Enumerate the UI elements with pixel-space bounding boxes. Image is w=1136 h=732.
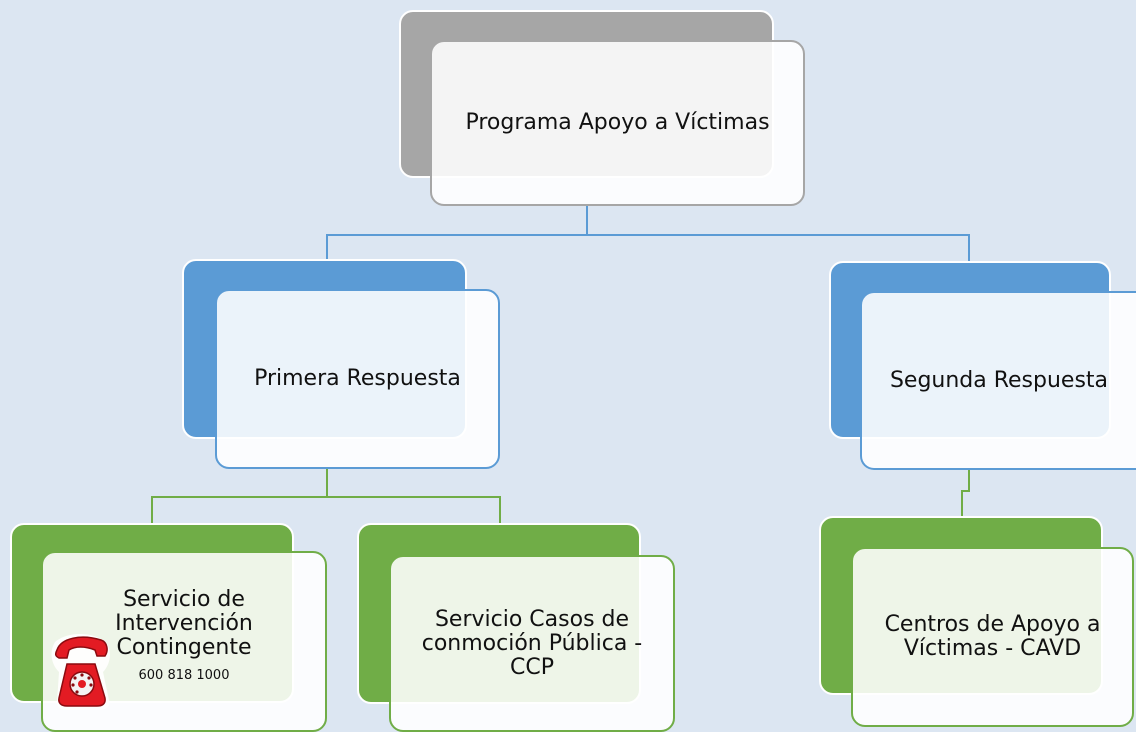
ccp-line-3: CCP <box>510 654 554 680</box>
root-node-box: Programa Apoyo a Víctimas <box>430 40 805 206</box>
primera-respuesta-label: Primera Respuesta <box>254 366 461 391</box>
segunda-respuesta-label: Segunda Respuesta <box>889 367 1109 393</box>
telephone-icon <box>51 633 110 710</box>
cavd-line-1: Centros de Apoyo a <box>884 612 1101 637</box>
segunda-respuesta-box: Segunda Respuesta <box>860 291 1136 470</box>
cavd-node-box: Centros de Apoyo a Víctimas - CAVD <box>851 547 1134 727</box>
sic-line-1: Servicio de <box>123 586 245 612</box>
sic-line-3: Contingente <box>116 634 252 660</box>
primera-respuesta-box: Primera Respuesta <box>215 289 500 469</box>
ccp-line-1: Servicio Casos de <box>434 606 630 632</box>
ccp-node-box: Servicio Casos de conmoción Pública - CC… <box>389 555 675 732</box>
root-node-label: Programa Apoyo a Víctimas <box>465 110 770 135</box>
cavd-line-2: Víctimas - CAVD <box>903 636 1082 661</box>
sic-line-2: Intervención <box>115 610 253 636</box>
sic-phone-number: 600 818 1000 <box>138 667 230 683</box>
ccp-line-2: conmoción Pública - <box>421 630 643 656</box>
